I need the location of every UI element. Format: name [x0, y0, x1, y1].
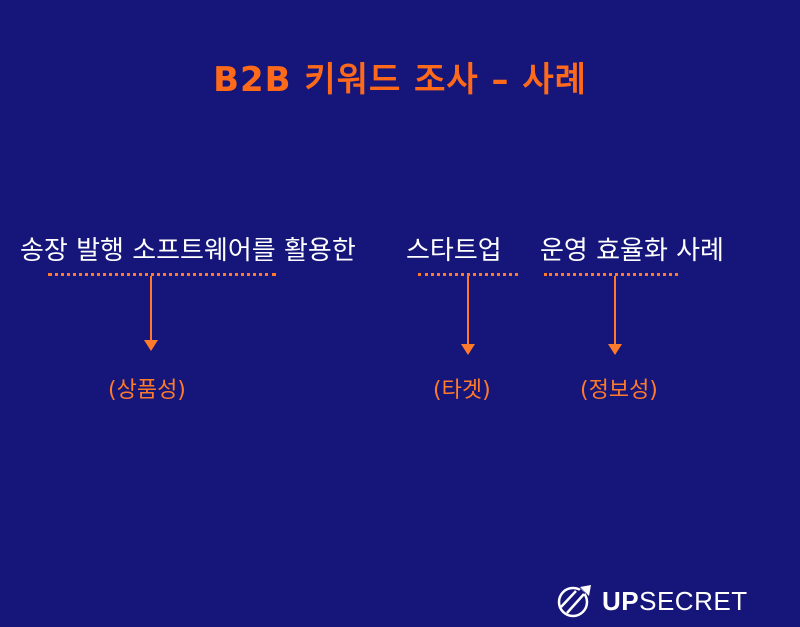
arrow-info-line [614, 276, 616, 346]
slide-title: B2B 키워드 조사 – 사례 [213, 60, 587, 100]
tag-target: (타겟) [433, 378, 491, 403]
tag-product: (상품성) [108, 378, 186, 403]
arrow-target-line [467, 276, 469, 346]
logo-mark-icon [557, 585, 591, 618]
underline-target [418, 273, 518, 276]
underline-product [48, 273, 276, 276]
arrow-info-head [608, 344, 622, 355]
phrase-info: 운영 효율화 사례 [540, 236, 724, 266]
arrow-target-head [461, 344, 475, 355]
underline-info [544, 273, 678, 276]
phrase-product: 송장 발행 소프트웨어를 활용한 [20, 236, 356, 266]
phrase-target: 스타트업 [406, 236, 502, 266]
tag-info: (정보성) [580, 378, 658, 403]
arrow-product-line [150, 276, 152, 342]
logo-text: UPSECRET [602, 585, 748, 616]
upsecret-logo: UPSECRET [556, 583, 748, 619]
arrow-product-head [144, 340, 158, 351]
